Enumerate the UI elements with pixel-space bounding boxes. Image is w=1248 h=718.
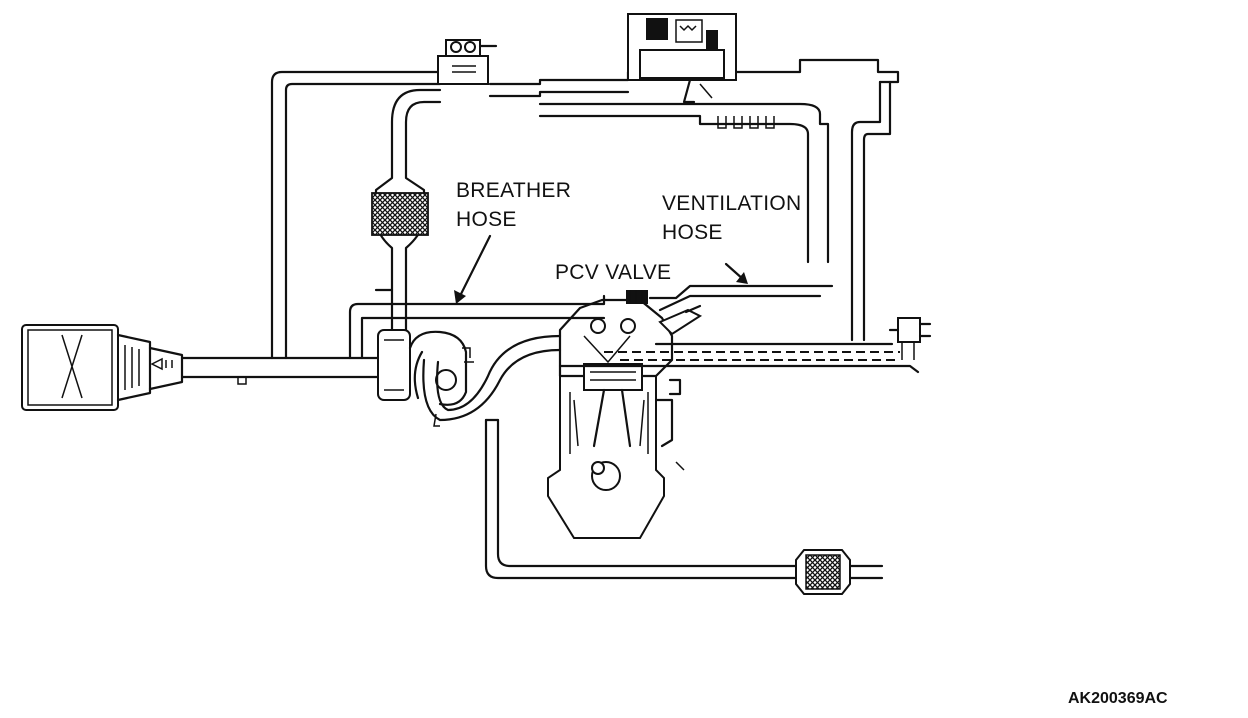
right-return-tube [850,80,892,342]
fuel-injector [658,304,703,336]
right-connector [888,317,932,360]
breather-hose [348,234,606,360]
turbocharger [377,329,474,406]
exhaust-tube [422,334,562,427]
charge-air-tube [371,88,442,332]
throttle-body [627,13,737,104]
figure-code: AK200369AC [1068,690,1168,707]
muffler [795,549,851,595]
ventilation-hose [648,262,834,312]
bypass-valve [437,39,498,85]
breather-hose-label: BREATHER HOSE [456,179,572,231]
pcv-valve [626,290,648,304]
exhaust-pipe [484,418,884,580]
pcv-valve-label: PCV VALVE [555,261,672,284]
intake-air-duct [180,356,382,385]
dashed-lines [558,342,920,374]
air-cleaner [21,324,184,411]
intake-plenum [538,102,830,264]
engine [547,298,685,539]
ventilation-hose-label: VENTILATION HOSE [662,192,802,244]
